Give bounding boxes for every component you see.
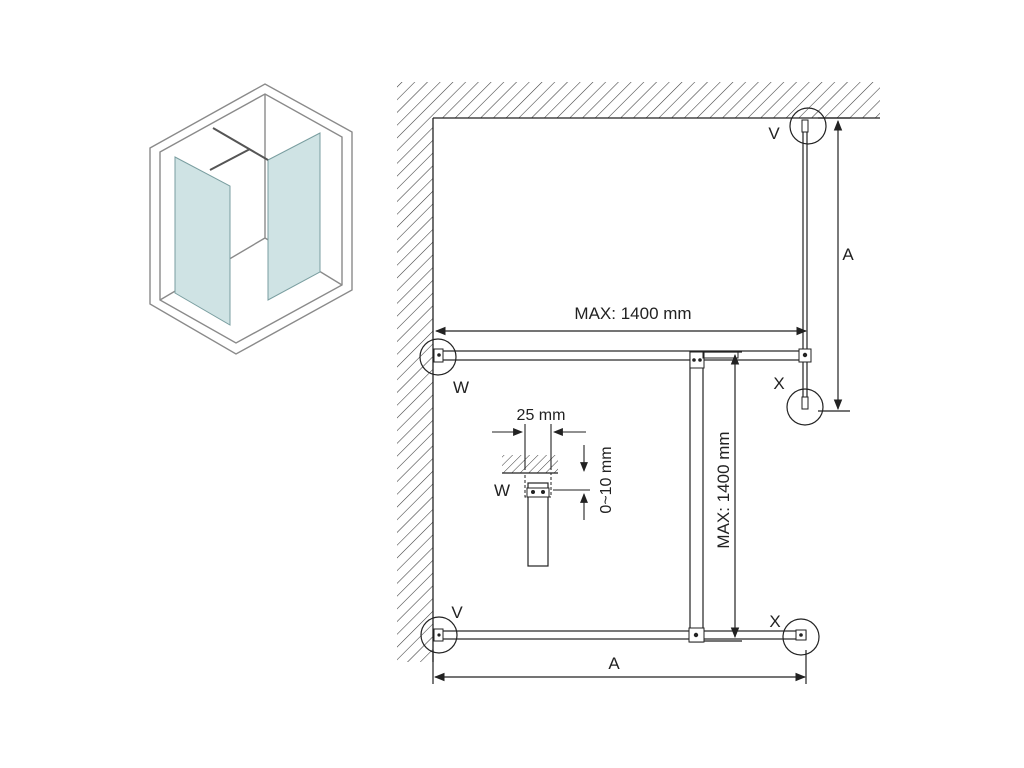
center-glass-panel <box>689 351 704 643</box>
detail-circle-w <box>419 338 457 376</box>
label-detail-w: W <box>494 481 510 500</box>
label-point-x-mid: X <box>773 374 784 393</box>
label-max-depth: MAX: 1400 mm <box>714 431 733 548</box>
top-stabilizer-bar <box>436 350 808 361</box>
glass-panel-right <box>267 132 321 301</box>
diagram-labels: MAX: 1400 mm A MAX: 1400 mm A 25 mm 0~10… <box>451 124 854 673</box>
bottom-wall-bracket <box>433 628 444 642</box>
wall-hatching <box>397 82 880 662</box>
label-max-width: MAX: 1400 mm <box>574 304 691 323</box>
label-point-w-mid: W <box>453 378 469 397</box>
isometric-room-illustration <box>149 83 353 355</box>
stabilizer-bars <box>209 127 269 171</box>
center-clamp-top <box>689 351 705 369</box>
bracket-detail-w <box>492 424 590 567</box>
label-detail-gap: 0~10 mm <box>598 446 615 513</box>
bottom-center-clamp <box>688 627 705 643</box>
label-dim-a-right: A <box>842 245 854 264</box>
glass-panel-left <box>174 156 231 326</box>
label-dim-a-bottom: A <box>608 654 620 673</box>
label-detail-width: 25 mm <box>517 407 566 424</box>
detail-circles <box>419 107 827 656</box>
top-glass-panel <box>802 127 808 409</box>
top-vertical-fixings <box>801 119 809 410</box>
bottom-stabilizer-bar <box>435 630 807 640</box>
dimension-lines <box>432 117 850 684</box>
detail-circle-x-bottom <box>782 618 820 656</box>
top-glass-clamp <box>798 348 812 363</box>
detail-circle-v-bottom <box>420 616 458 654</box>
label-point-v-top: V <box>768 124 780 143</box>
center-short-bar <box>702 351 739 359</box>
detail-circle-x-top <box>786 388 824 426</box>
label-point-x-bottom: X <box>769 612 780 631</box>
bottom-glass-clamp <box>795 629 807 641</box>
top-wall-bracket <box>433 348 444 363</box>
detail-circle-v-top <box>789 107 827 145</box>
label-point-v-bottom: V <box>451 603 463 622</box>
